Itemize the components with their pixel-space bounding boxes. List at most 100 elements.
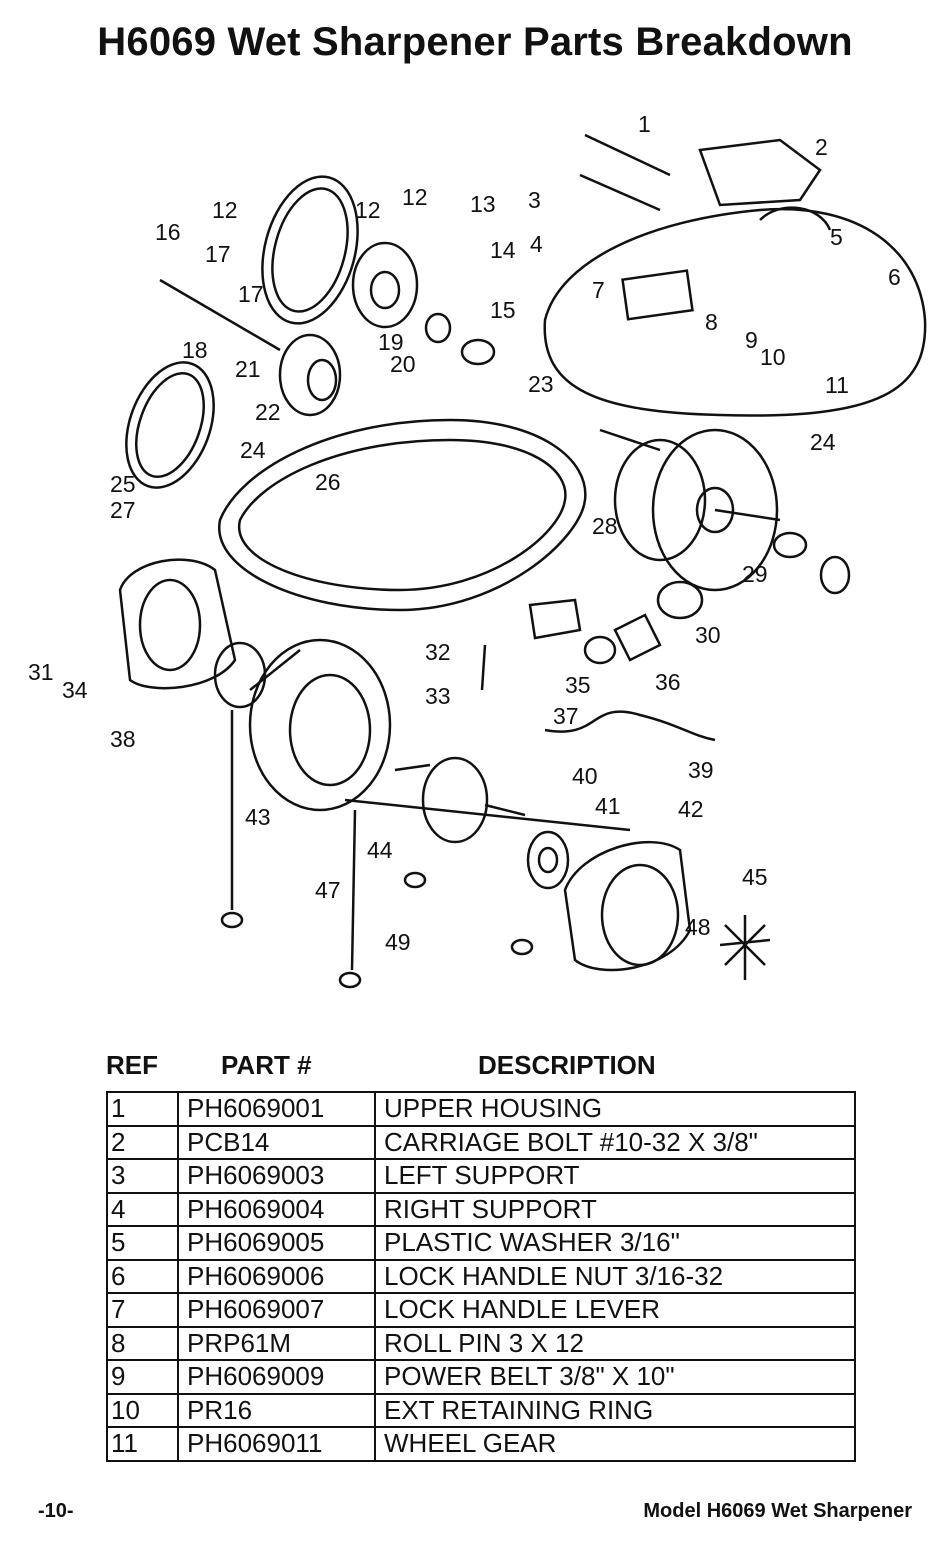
ref-cell: 10 <box>106 1392 179 1428</box>
callout-number: 47 <box>315 877 341 903</box>
exploded-parts-diagram: 1 2 3 4 5 6 7 8 9 10 11 12 12 12 13 14 1… <box>28 111 927 989</box>
description-cell: RIGHT SUPPORT <box>374 1191 856 1227</box>
part-number-cell: PRP61M <box>177 1325 376 1361</box>
callout-number: 9 <box>745 327 758 353</box>
callout-number: 14 <box>490 237 516 263</box>
callout-number: 40 <box>572 763 598 789</box>
description-cell: PLASTIC WASHER 3/16" <box>374 1225 856 1261</box>
part-number-cell: PR16 <box>177 1392 376 1428</box>
description-cell: ROLL PIN 3 X 12 <box>374 1325 856 1361</box>
callout-number: 41 <box>595 793 621 819</box>
ref-cell: 1 <box>106 1091 179 1127</box>
callout-number: 23 <box>528 371 554 397</box>
callout-number: 38 <box>110 726 136 752</box>
callout-number: 6 <box>888 264 901 290</box>
ref-column-header: REF <box>106 1050 158 1080</box>
callout-number: 1 <box>638 111 651 137</box>
callout-number: 42 <box>678 796 704 822</box>
description-cell: UPPER HOUSING <box>374 1091 856 1127</box>
callout-number: 34 <box>62 677 88 703</box>
callout-number: 24 <box>810 429 836 455</box>
callout-number: 18 <box>182 337 208 363</box>
callout-number: 17 <box>205 241 231 267</box>
callout-number: 36 <box>655 669 681 695</box>
callout-number: 11 <box>825 372 849 398</box>
callout-number: 43 <box>245 804 271 830</box>
callout-number: 12 <box>355 197 381 223</box>
callout-number: 2 <box>815 134 828 160</box>
callout-number: 28 <box>592 513 618 539</box>
callout-number: 37 <box>553 703 579 729</box>
callout-number: 33 <box>425 683 451 709</box>
model-footer: Model H6069 Wet Sharpener <box>643 1500 912 1522</box>
callout-number: 12 <box>402 184 428 210</box>
callout-number: 17 <box>238 281 264 307</box>
callout-number: 22 <box>255 399 281 425</box>
ref-cell: 5 <box>106 1225 179 1261</box>
callout-number: 32 <box>425 639 451 665</box>
callout-number: 19 <box>378 329 404 355</box>
callout-number: 10 <box>760 344 786 370</box>
page-number: -10- <box>38 1500 74 1522</box>
part-column-header: PART # <box>221 1050 312 1080</box>
ref-cell: 3 <box>106 1158 179 1194</box>
page-title: H6069 Wet Sharpener Parts Breakdown <box>97 20 853 64</box>
callout-number: 26 <box>315 469 341 495</box>
part-number-cell: PH6069005 <box>177 1225 376 1261</box>
callout-number: 27 <box>110 497 136 523</box>
callout-number: 20 <box>390 351 416 377</box>
description-cell: LOCK HANDLE LEVER <box>374 1292 856 1328</box>
description-cell: POWER BELT 3/8" X 10" <box>374 1359 856 1395</box>
callout-number: 39 <box>688 757 714 783</box>
description-cell: WHEEL GEAR <box>374 1426 856 1462</box>
ref-cell: 4 <box>106 1191 179 1227</box>
ref-cell: 9 <box>106 1359 179 1395</box>
callout-number: 5 <box>830 224 843 250</box>
description-cell: CARRIAGE BOLT #10-32 X 3/8" <box>374 1124 856 1160</box>
part-number-cell: PCB14 <box>177 1124 376 1160</box>
callout-number: 13 <box>470 191 496 217</box>
ref-cell: 8 <box>106 1325 179 1361</box>
description-cell: LEFT SUPPORT <box>374 1158 856 1194</box>
ref-cell: 2 <box>106 1124 179 1160</box>
description-cell: EXT RETAINING RING <box>374 1392 856 1428</box>
callout-number: 16 <box>155 219 181 245</box>
callout-number: 49 <box>385 929 411 955</box>
ref-cell: 11 <box>106 1426 179 1462</box>
callout-numbers: 1 2 3 4 5 6 7 8 9 10 11 12 12 12 13 14 1… <box>28 111 901 955</box>
part-number-cell: PH6069003 <box>177 1158 376 1194</box>
callout-number: 15 <box>490 297 516 323</box>
part-number-cell: PH6069006 <box>177 1258 376 1294</box>
callout-number: 45 <box>742 864 768 890</box>
callout-number: 7 <box>592 277 605 303</box>
callout-number: 35 <box>565 672 591 698</box>
part-number-cell: PH6069001 <box>177 1091 376 1127</box>
part-number-cell: PH6069004 <box>177 1191 376 1227</box>
lower-housing-drawing <box>218 418 587 612</box>
callout-number: 48 <box>685 914 711 940</box>
part-number-cell: PH6069011 <box>177 1426 376 1462</box>
description-cell: LOCK HANDLE NUT 3/16-32 <box>374 1258 856 1294</box>
callout-number: 3 <box>528 187 541 213</box>
callout-number: 31 <box>28 659 54 685</box>
callout-number: 29 <box>742 561 768 587</box>
part-number-cell: PH6069009 <box>177 1359 376 1395</box>
callout-number: 25 <box>110 471 136 497</box>
callout-number: 44 <box>367 837 393 863</box>
callout-number: 21 <box>235 356 261 382</box>
callout-number: 8 <box>705 309 718 335</box>
callout-number: 30 <box>695 622 721 648</box>
ref-cell: 7 <box>106 1292 179 1328</box>
description-column-header: DESCRIPTION <box>478 1050 656 1080</box>
part-number-cell: PH6069007 <box>177 1292 376 1328</box>
